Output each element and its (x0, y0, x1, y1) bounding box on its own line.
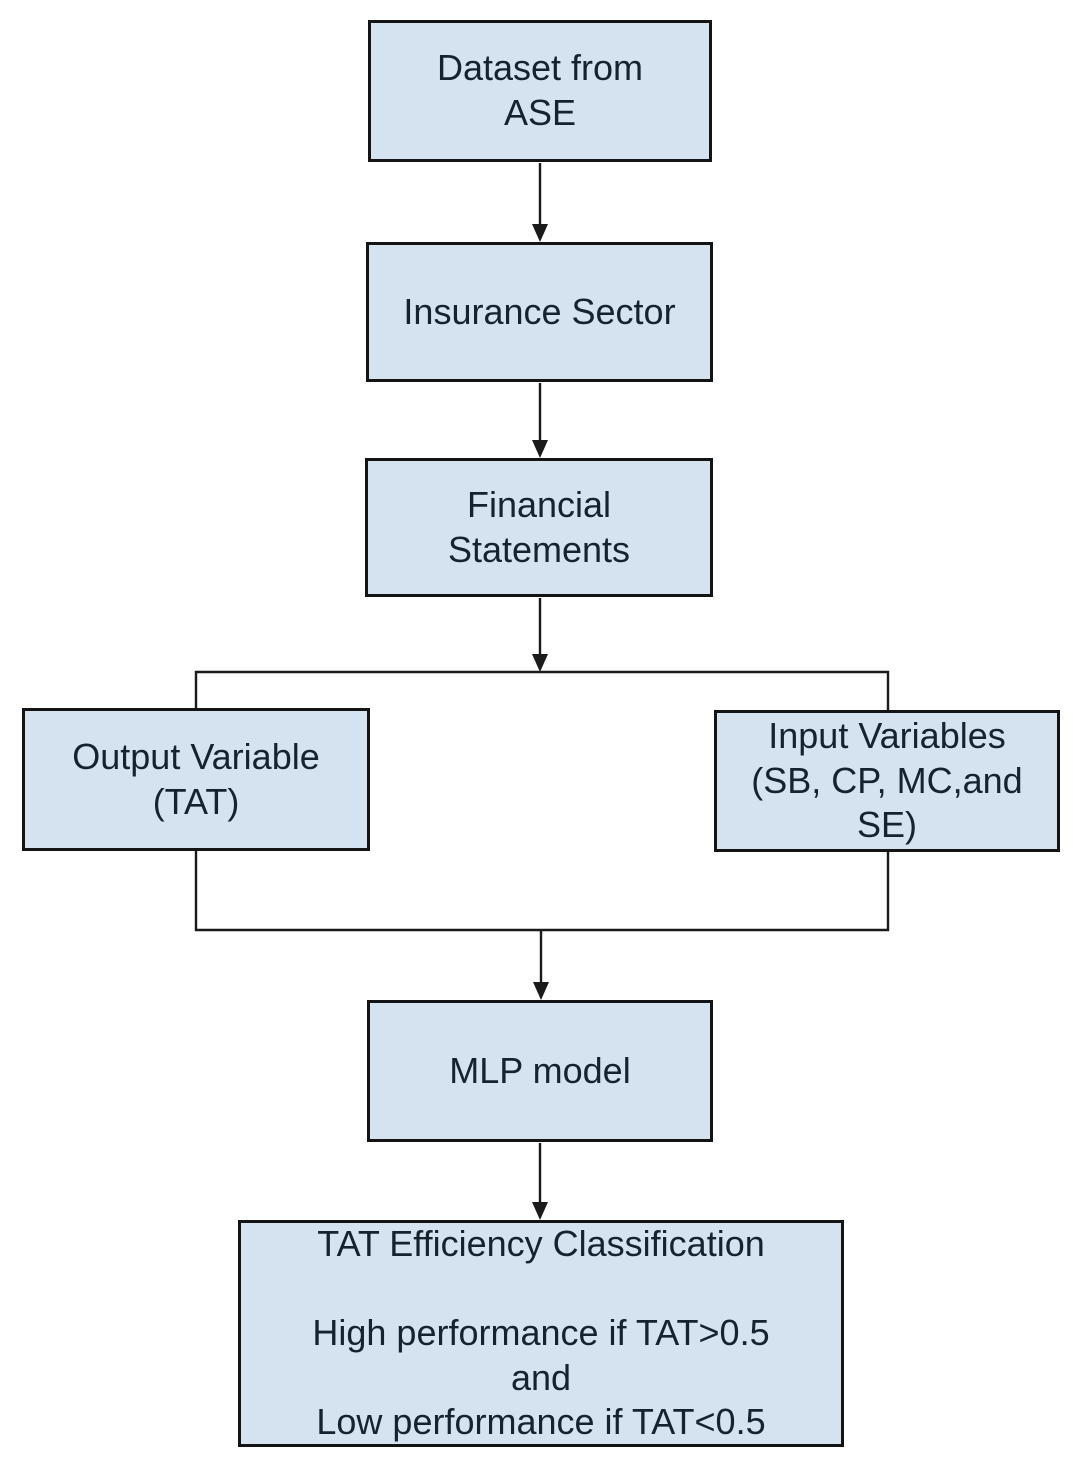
node-dataset-from-ase: Dataset from ASE (368, 20, 712, 162)
arrowhead-financial-to-branch (532, 654, 548, 672)
node-dataset-from-ase-label: Dataset from ASE (436, 47, 644, 133)
node-mlp-model-label: MLP model (449, 1049, 631, 1091)
node-output-variable: Output Variable (TAT) (22, 708, 370, 851)
node-input-variables-label: Input Variables (SB, CP, MC,and SE) (751, 715, 1023, 846)
arrowhead-dataset-to-insurance (532, 224, 548, 242)
node-output-variable-label: Output Variable (TAT) (72, 735, 320, 822)
arrowhead-insurance-to-financial (532, 440, 548, 458)
node-insurance-sector: Insurance Sector (366, 242, 713, 382)
node-financial-statements-label: Financial Statements (447, 483, 631, 570)
arrowhead-mlp-to-classification (532, 1202, 548, 1220)
node-input-variables: Input Variables (SB, CP, MC,and SE) (714, 710, 1060, 852)
node-financial-statements: Financial Statements (365, 458, 713, 597)
connector-branch-split (194, 670, 890, 710)
node-tat-efficiency-classification-label: TAT Efficiency Classification High perfo… (312, 1222, 770, 1443)
node-insurance-sector-label: Insurance Sector (403, 290, 676, 332)
connector-merge-join (194, 851, 890, 932)
node-tat-efficiency-classification: TAT Efficiency Classification High perfo… (238, 1220, 844, 1447)
node-mlp-model: MLP model (367, 1000, 713, 1142)
arrowhead-merge-to-mlp (533, 982, 549, 1000)
